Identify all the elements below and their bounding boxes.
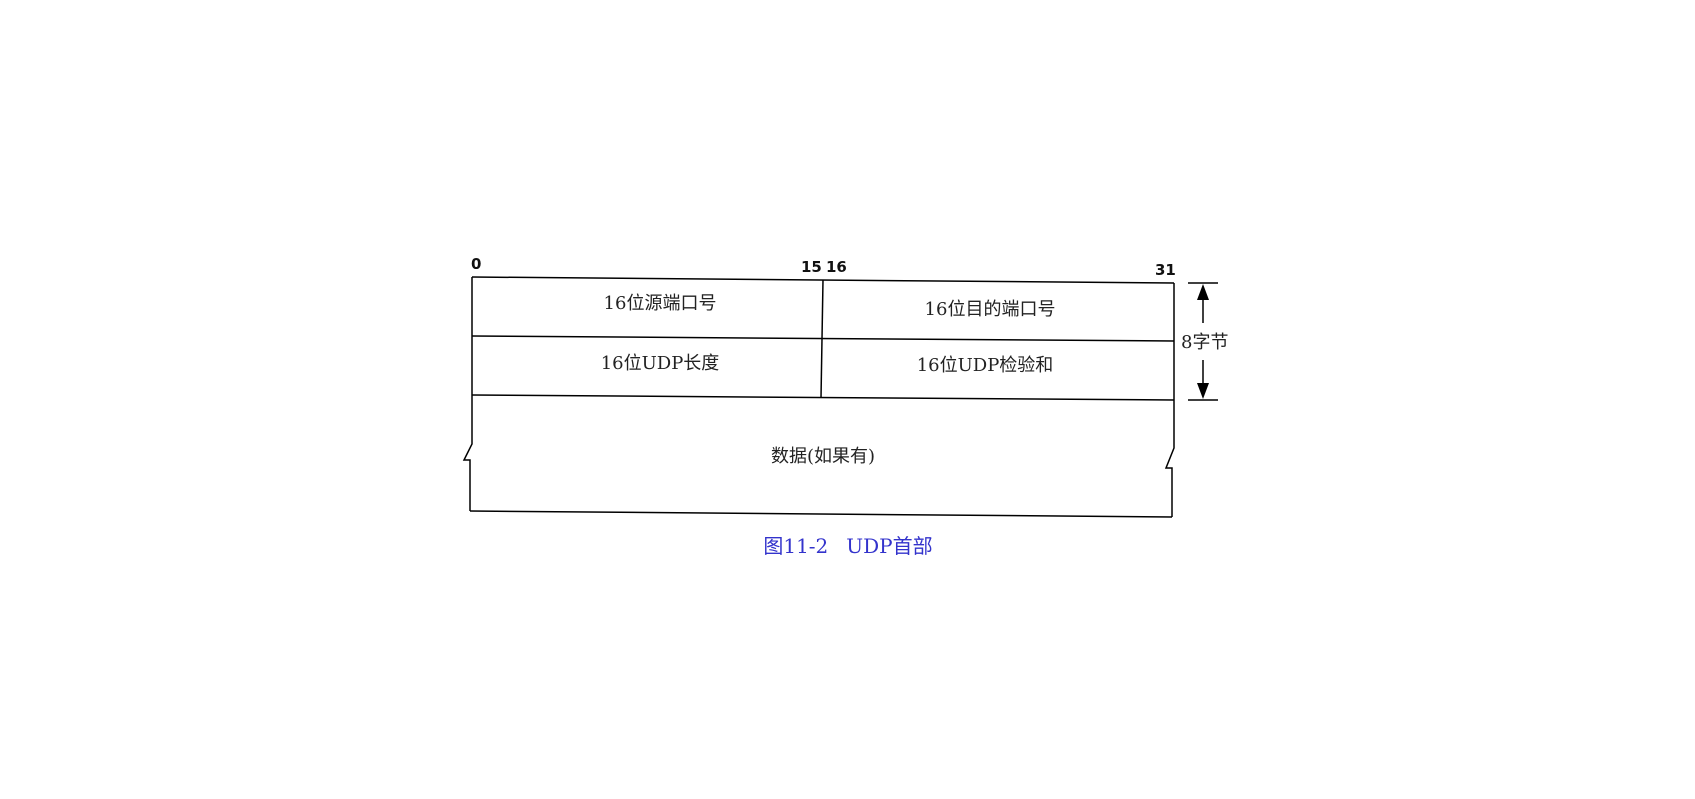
left-border — [462, 277, 473, 511]
figure-number: 图11-2 — [763, 534, 829, 558]
row-divider-2 — [471, 394, 1175, 401]
data-bottom-border — [469, 510, 1173, 518]
udp-length-field: 16位UDP长度 — [600, 353, 720, 374]
arrow-down-icon — [1197, 383, 1209, 399]
field-divider — [820, 279, 824, 399]
arrow-up-icon — [1197, 284, 1209, 300]
row-divider-1 — [471, 335, 1175, 342]
data-field: 数据(如果有) — [770, 446, 876, 467]
figure-caption: 图11-2 UDP首部 — [763, 536, 932, 556]
dest-port-field: 16位目的端口号 — [924, 299, 1056, 320]
udp-checksum-field: 16位UDP检验和 — [916, 355, 1054, 376]
figure-title: UDP首部 — [846, 534, 933, 558]
bit-label-31: 31 — [1155, 261, 1176, 279]
header-size-label: 8字节 — [1181, 332, 1229, 353]
bit-label-0: 0 — [471, 255, 482, 273]
bit-label-16: 16 — [826, 258, 847, 276]
source-port-field: 16位源端口号 — [603, 293, 717, 314]
right-border — [1164, 283, 1175, 517]
bit-label-15: 15 — [801, 258, 822, 276]
